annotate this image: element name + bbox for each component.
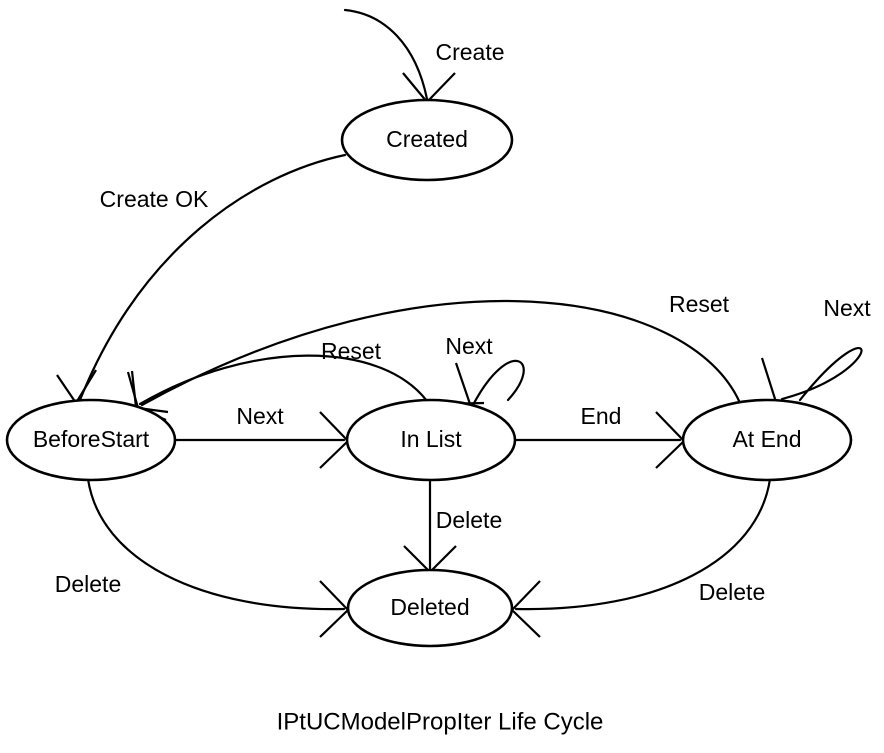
edge-label-delete-atend: Delete: [699, 579, 765, 605]
state-ellipse-inlist: [345, 398, 517, 482]
transition-next-inlist-self: [441, 359, 525, 407]
edge-create-path: [343, 8, 429, 101]
edge-label-reset-inlist: Reset: [321, 338, 382, 364]
state-ellipse-created: [340, 98, 514, 182]
edge-create-ok-path: [78, 153, 347, 402]
edge-delete-inlist-arrowhead: [403, 545, 457, 573]
edge-label-next-inlist-self: Next: [445, 333, 493, 359]
edge-create-arrowhead: [402, 72, 456, 103]
state-label-atend: At End: [732, 426, 801, 452]
diagram-caption: IPtUCModelPropIter Life Cycle: [277, 708, 604, 735]
state-label-created: Created: [386, 126, 468, 152]
transition-delete-atend: [511, 477, 772, 638]
edge-next-1-arrowhead: [319, 411, 349, 469]
edge-delete-atend-arrowhead: [511, 580, 541, 638]
state-label-beforestart: BeforeStart: [33, 426, 150, 452]
transition-delete-beforestart: [86, 477, 349, 638]
state-ellipse-beforestart: [5, 398, 177, 482]
transition-create: [343, 8, 456, 103]
state-node-deleted[interactable]: Deleted: [346, 568, 514, 648]
edge-label-next-atend-self: Next: [823, 295, 871, 321]
edge-next-self-end-path: [780, 346, 863, 402]
edge-delete-before-path: [86, 477, 346, 611]
state-ellipse-deleted: [346, 568, 514, 648]
state-ellipse-atend: [681, 398, 853, 482]
transition-create-ok: [56, 153, 347, 404]
transition-reset-atend: [126, 300, 742, 414]
edge-reset-inlist-path: [138, 354, 429, 406]
edge-next-self-end-arrowhead: [749, 357, 793, 405]
edge-end-arrowhead: [655, 411, 685, 469]
state-node-created[interactable]: Created: [340, 98, 514, 182]
edge-label-next-beforestart-inlist: Next: [236, 403, 284, 429]
transition-next-atend-self: [749, 346, 863, 405]
edge-label-create-ok: Create OK: [100, 186, 209, 212]
state-node-inlist[interactable]: In List: [345, 398, 517, 482]
transition-delete-inlist: [403, 478, 457, 573]
edge-label-end: End: [581, 403, 622, 429]
edge-label-create: Create: [435, 39, 504, 65]
edge-delete-before-arrowhead: [319, 580, 349, 638]
transition-next-beforestart-inlist: [174, 411, 349, 469]
edge-label-reset-atend: Reset: [669, 291, 730, 317]
state-label-inlist: In List: [400, 426, 462, 452]
state-node-atend[interactable]: At End: [681, 398, 853, 482]
edge-label-delete-inlist: Delete: [436, 507, 502, 533]
edge-next-self-path: [471, 359, 525, 407]
edge-reset-atend-path: [140, 300, 742, 407]
transition-end: [514, 411, 685, 469]
state-node-beforestart[interactable]: BeforeStart: [5, 398, 177, 482]
edge-create-ok-arrowhead: [56, 369, 97, 404]
edge-delete-atend-path: [514, 477, 772, 611]
state-label-deleted: Deleted: [390, 594, 469, 620]
edge-label-delete-beforestart: Delete: [55, 571, 121, 597]
